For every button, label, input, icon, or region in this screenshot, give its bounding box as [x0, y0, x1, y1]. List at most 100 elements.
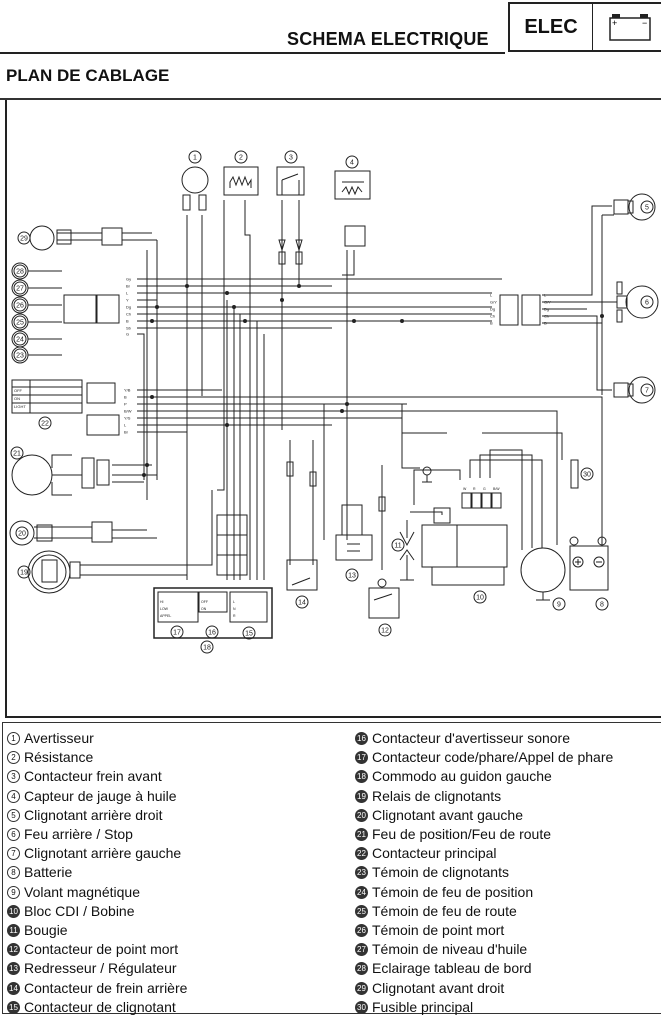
component-number: 7: [645, 388, 649, 395]
component-number-badge: [13, 298, 27, 312]
legend-label: Contacteur de point mort: [24, 941, 179, 958]
main-switch-table: [11, 379, 120, 436]
legend-number: 22: [355, 847, 368, 861]
cdi-wire-label: G: [483, 487, 486, 491]
component-number-badge: [640, 383, 654, 397]
wire-label-lower-5: L: [124, 423, 127, 428]
legend-label: Contacteur d'avertisseur sonore: [372, 730, 570, 747]
wire-label-5: Ch: [126, 312, 131, 317]
badge-label: ELEC: [510, 4, 593, 50]
switch-row-label: LIGHT: [14, 404, 26, 409]
legend-item: 16 Contacteur d'avertisseur sonore: [355, 729, 613, 748]
section-rule: [0, 98, 661, 100]
legend-number: 11: [7, 923, 20, 937]
legend-number: 13: [7, 962, 20, 976]
legend-label: Clignotant arrière droit: [24, 806, 163, 823]
component-number-badge: [170, 625, 184, 639]
legend-label: Feu de position/Feu de route: [372, 826, 552, 843]
wire-label-7: Sb: [126, 326, 132, 331]
component-number-badge: [295, 595, 309, 609]
component-number-badge: [345, 568, 359, 582]
component-number: 4: [350, 160, 354, 167]
component-number-badge: [580, 467, 594, 481]
horn-component: [181, 166, 209, 211]
wire-label-0: Gy: [126, 277, 131, 282]
rear-wire-label: Dg: [544, 307, 549, 312]
component-number: 12: [381, 628, 389, 635]
legend-label: Résistance: [24, 749, 94, 766]
legend-number: 25: [355, 904, 368, 918]
legend-label: Contacteur code/phare/Appel de phare: [372, 749, 614, 766]
legend-label: Capteur de jauge à huile: [24, 787, 177, 804]
svg-text:+: +: [612, 18, 617, 28]
component-number-badge: [13, 315, 27, 329]
component-number-badge: [200, 640, 214, 654]
legend-number: 19: [355, 789, 368, 803]
legend-number: 20: [355, 808, 368, 822]
component-number: 11: [394, 543, 401, 550]
legend-label: Témoin de niveau d'huile: [372, 941, 528, 958]
legend-number: 16: [355, 732, 368, 746]
legend-label: Contacteur principal: [372, 845, 497, 862]
legend-number: 17: [355, 751, 368, 765]
wire-label-1: Br: [126, 284, 131, 289]
component-number: 15: [245, 631, 253, 638]
component-number: 14: [298, 600, 306, 607]
rear-wire-label: Dg: [490, 307, 495, 312]
switch-row-label: R: [233, 614, 236, 618]
rear-wire-label: B: [544, 321, 547, 326]
wire-label-lower-3: B/W: [124, 409, 132, 414]
legend-label: Eclairage tableau de bord: [372, 960, 532, 977]
legend-number: 24: [355, 885, 368, 899]
component-number: 29: [20, 236, 28, 243]
component-number-badge: [473, 590, 487, 604]
component-number: 9: [557, 602, 561, 609]
wire-label-6: B: [126, 319, 129, 324]
component-number: 27: [16, 286, 24, 293]
legend-label: Bloc CDI / Bobine: [24, 902, 135, 919]
front-indicators: [11, 225, 123, 364]
legend-item: 22 Contacteur principal: [355, 844, 613, 863]
legend-number: 6: [7, 828, 20, 842]
component-number: 21: [13, 451, 21, 458]
component-number: 30: [583, 472, 591, 479]
legend-label: Clignotant arrière gauche: [24, 845, 182, 862]
wire-label-lower-2: P: [124, 402, 127, 407]
component-number: 10: [476, 595, 484, 602]
cdi-unit: [399, 466, 508, 586]
cdi-wire-label: B/W: [493, 487, 500, 491]
wire-label-4: Dg: [126, 305, 131, 310]
component-number-badge: [640, 200, 654, 214]
neutral-switch: [368, 496, 400, 619]
component-number-badge: [38, 416, 52, 430]
rear-wire-label: Ch: [544, 314, 549, 319]
component-number-badge: [188, 150, 202, 164]
wire-label-lower-1: B: [124, 395, 127, 400]
resistance-component: [223, 166, 259, 196]
legend-number: 23: [355, 866, 368, 880]
upper-bus-wires: [137, 205, 617, 480]
component-number-badge: [378, 623, 392, 637]
wire-label-lower-0: Y/B: [124, 388, 131, 393]
battery-icon: +−: [593, 4, 661, 50]
switch-row-label: ON: [201, 607, 207, 611]
legend-number: 26: [355, 923, 368, 937]
component-number: 26: [16, 303, 24, 310]
wire-label-2: L: [126, 291, 129, 296]
legend-label: Avertisseur: [24, 730, 94, 747]
rear-wire-label: Ch: [490, 314, 495, 319]
legend-label: Clignotant avant droit: [372, 979, 505, 996]
rear-lamps: [499, 193, 659, 404]
component-number: 22: [41, 421, 49, 428]
rear-wire-label: L: [544, 293, 547, 298]
